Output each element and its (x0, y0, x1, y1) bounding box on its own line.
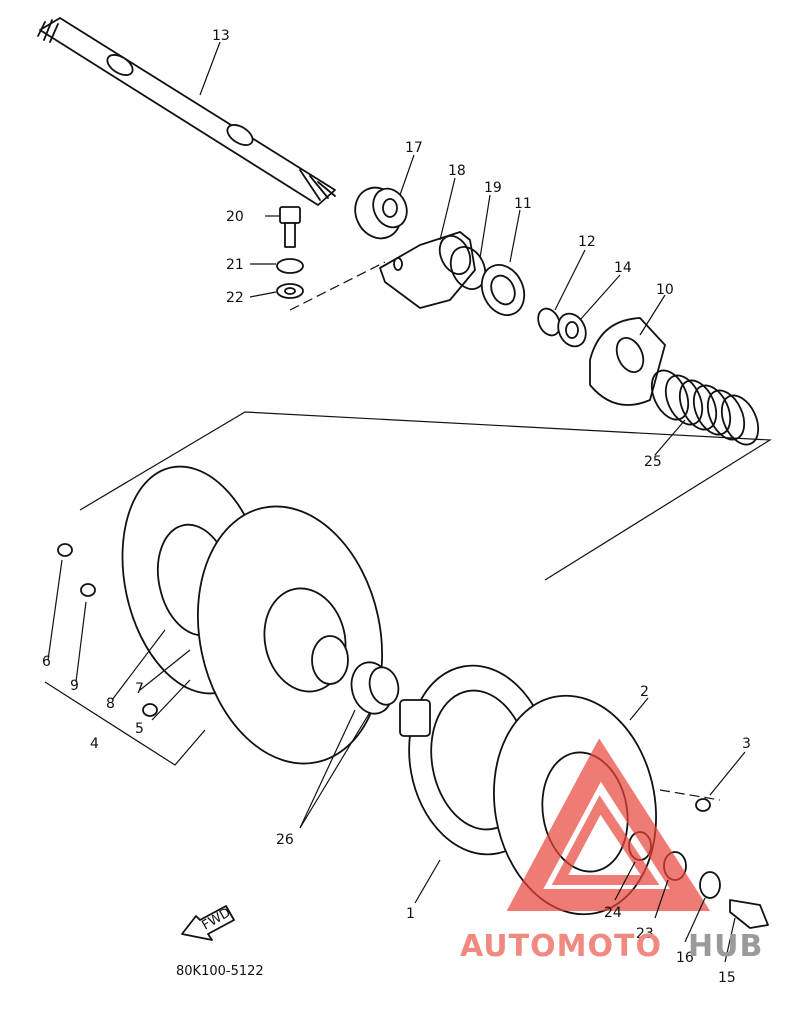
small-screws (57, 543, 158, 717)
callout-25: 25 (644, 454, 662, 470)
callout-labels: 13 17 18 19 11 20 21 22 12 14 10 25 6 9 … (42, 28, 751, 986)
bearing-part (354, 186, 408, 240)
callout-20: 20 (226, 209, 244, 225)
shaft-part (37, 17, 336, 206)
callout-14: 14 (614, 260, 632, 276)
callout-12: 12 (578, 234, 596, 250)
clip-washer-part (537, 307, 587, 348)
assembly-outline-lower (44, 681, 206, 766)
callout-19: 19 (484, 180, 502, 196)
assembly-outline (79, 411, 772, 581)
watermark-text-b: HUB (688, 929, 763, 964)
callout-18: 18 (448, 163, 466, 179)
callout-22: 22 (226, 290, 244, 306)
callout-3: 3 (742, 736, 751, 752)
watermark: AUTOMOTO HUB (460, 929, 763, 964)
callout-26: 26 (276, 832, 294, 848)
fixed-sheave-part (121, 465, 383, 765)
callout-9: 9 (70, 678, 79, 694)
collar-part (350, 661, 400, 715)
callout-23: 23 (636, 926, 654, 942)
callout-10: 10 (656, 282, 674, 298)
callout-24: 24 (604, 905, 622, 921)
callout-4: 4 (90, 736, 99, 752)
callout-13: 13 (212, 28, 230, 44)
spring-part (650, 369, 760, 446)
callout-5: 5 (135, 721, 144, 737)
part-code: 80K100-5122 (176, 964, 264, 979)
bracket-part (379, 231, 476, 309)
fwd-arrow-icon: FWD (181, 905, 235, 941)
washer-part (480, 264, 526, 316)
axis-line-lower (659, 789, 721, 801)
callout-1: 1 (406, 906, 415, 922)
callout-8: 8 (106, 696, 115, 712)
watermark-text-a: AUTOMOTO (460, 929, 662, 964)
callout-7: 7 (135, 681, 144, 697)
bolt-part (276, 206, 304, 299)
watermark-logo (506, 738, 711, 911)
callout-6: 6 (42, 654, 51, 670)
callout-2: 2 (640, 684, 649, 700)
callout-11: 11 (514, 196, 532, 212)
leader-lines (47, 41, 746, 963)
cam-part (589, 317, 666, 406)
callout-15: 15 (718, 970, 736, 986)
axis-line (289, 261, 386, 311)
circlip-part (449, 246, 487, 290)
callout-17: 17 (405, 140, 423, 156)
callout-21: 21 (226, 257, 244, 273)
callout-16: 16 (676, 950, 694, 966)
